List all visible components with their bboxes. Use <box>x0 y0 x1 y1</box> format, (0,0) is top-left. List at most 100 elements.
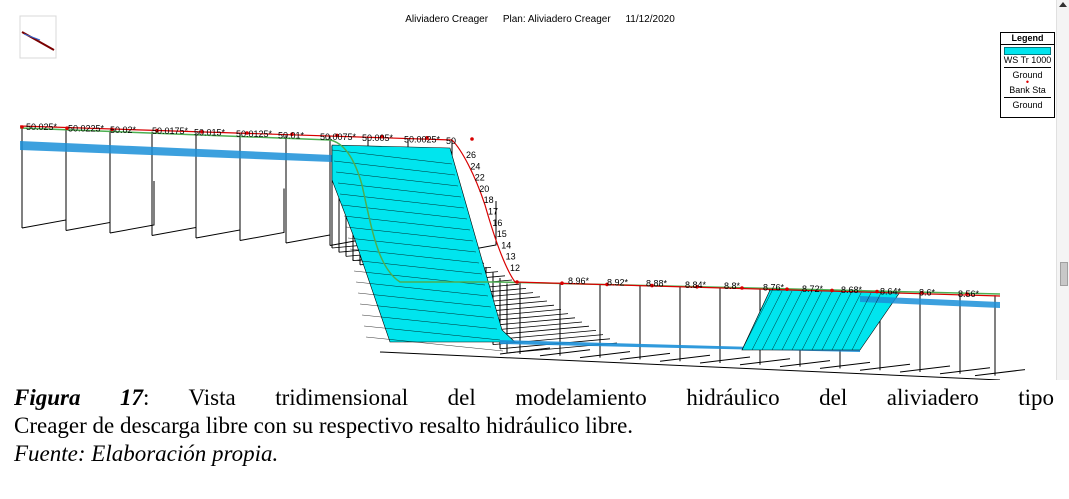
water-line <box>821 290 853 351</box>
water-line <box>791 290 823 351</box>
station-label-spillway: 14 <box>501 240 511 250</box>
section-bottom <box>109 181 155 234</box>
station-label-upper: 50.0175* <box>152 126 189 136</box>
bank-station-marker <box>65 126 69 130</box>
station-label-lower: 8.72* <box>802 284 824 294</box>
section-bottom <box>499 347 551 355</box>
plot-header: Aliviadero Creager Plan: Aliviadero Crea… <box>300 14 780 25</box>
caption-source: Fuente: Elaboración propia. <box>14 441 279 466</box>
water-line <box>359 303 495 319</box>
tailwater <box>860 296 1000 308</box>
ground-line <box>19 127 1001 295</box>
station-label-spillway: 24 <box>470 161 480 171</box>
water-surface-swatch <box>1004 47 1051 55</box>
station-label-spillway: 17 <box>488 207 498 217</box>
section-bottom <box>285 191 331 244</box>
legend-item-ground: Ground <box>1012 70 1043 80</box>
scroll-thumb[interactable] <box>1060 262 1068 286</box>
water-line <box>357 292 492 308</box>
bank-station-marker <box>245 131 249 135</box>
station-label-lower: 8.88* <box>646 279 668 289</box>
bank-station-marker <box>875 289 879 294</box>
bank-station-marker <box>605 282 609 287</box>
station-label-upper: 50.0025* <box>404 135 441 145</box>
bank-station-marker <box>155 128 159 133</box>
bank-station-marker <box>380 134 384 139</box>
water-line <box>331 149 453 165</box>
station-label-lower: 8.76* <box>763 283 785 293</box>
bank-station-marker <box>785 287 789 292</box>
station-label-upper: 50.015* <box>194 128 226 138</box>
bank-station-line <box>19 125 1001 297</box>
bank-lines <box>19 125 1001 297</box>
water-line <box>351 259 483 275</box>
section-bottom <box>899 365 951 373</box>
station-label-lower: 8.92* <box>607 277 629 287</box>
station-label-spillway: 15 <box>497 229 507 239</box>
section-bottom <box>239 188 285 241</box>
station-label-spillway: 16 <box>492 218 502 228</box>
legend-item-ground-2: Ground <box>1012 100 1043 110</box>
caption-line-2: Creager de descarga libre con su respect… <box>14 413 634 438</box>
bank-station-marker <box>560 281 564 286</box>
water-line <box>335 171 459 187</box>
station-label-upper: 50 <box>446 136 456 146</box>
bank-station-marker <box>110 127 114 132</box>
figure-label: Figura 17 <box>14 385 144 410</box>
plan-date: 11/12/2020 <box>625 14 675 25</box>
section-bottom <box>819 361 871 369</box>
station-label-upper: 50.0125* <box>236 129 273 139</box>
water-line <box>341 204 468 220</box>
water-line <box>781 290 813 351</box>
station-label-spillway: 26 <box>466 150 476 160</box>
bank-station-marker <box>425 136 429 140</box>
water-line <box>761 290 793 351</box>
section-bottom <box>65 178 111 231</box>
section-bottom <box>779 360 831 368</box>
water-line <box>337 182 462 198</box>
water-line <box>831 290 863 351</box>
upstream-water <box>20 141 332 162</box>
bank-station-marker <box>650 283 654 288</box>
water-line <box>741 290 773 351</box>
station-label-spillway: 20 <box>479 184 489 194</box>
legend-divider <box>1004 67 1051 68</box>
station-label-upper: 50.025* <box>26 122 58 132</box>
project-title: Aliviadero Creager <box>405 14 489 25</box>
cross-section-3d-plot: 50.025*50.0225*50.02*50.0175*50.015*50.0… <box>19 15 1026 380</box>
section-bottom <box>379 351 1001 380</box>
station-label-spillway: 12 <box>510 263 520 273</box>
water-line <box>363 325 501 341</box>
section-bottom <box>699 356 751 364</box>
water-line <box>771 290 803 351</box>
section-bottom <box>619 352 671 360</box>
station-label-upper: 50.02* <box>110 125 137 135</box>
water-line <box>349 248 480 264</box>
section-bottom <box>859 363 911 371</box>
bank-station-marker <box>740 286 744 290</box>
section-bottom <box>974 369 1026 377</box>
vertical-scrollbar[interactable] <box>1056 0 1069 380</box>
water-line <box>801 290 833 351</box>
water-line <box>365 336 504 352</box>
water-line <box>361 314 498 330</box>
section-bottom <box>195 186 241 239</box>
profile-thumbnail-icon[interactable] <box>19 15 57 59</box>
station-label-lower: 8.84* <box>685 280 707 290</box>
station-label-lower: 8.64* <box>880 286 902 296</box>
section-bottom <box>739 358 791 366</box>
station-label-spillway: 22 <box>475 173 485 183</box>
legend-item-ws: WS Tr 1000 <box>1003 55 1052 65</box>
water-line <box>751 290 783 351</box>
section-bottom <box>539 349 591 357</box>
station-label-upper: 50.005* <box>362 133 394 143</box>
water-line <box>851 290 883 351</box>
bank-station-marker-icon: • <box>1025 77 1030 87</box>
bank-station-marker <box>200 130 204 134</box>
bank-station-marker <box>695 285 699 289</box>
station-label-spillway: 18 <box>484 195 494 205</box>
scroll-up-arrow-icon[interactable] <box>1059 2 1067 7</box>
station-label-lower: 8.6* <box>919 288 936 298</box>
legend-title: Legend <box>1001 33 1054 45</box>
bank-station-marker <box>20 125 24 129</box>
